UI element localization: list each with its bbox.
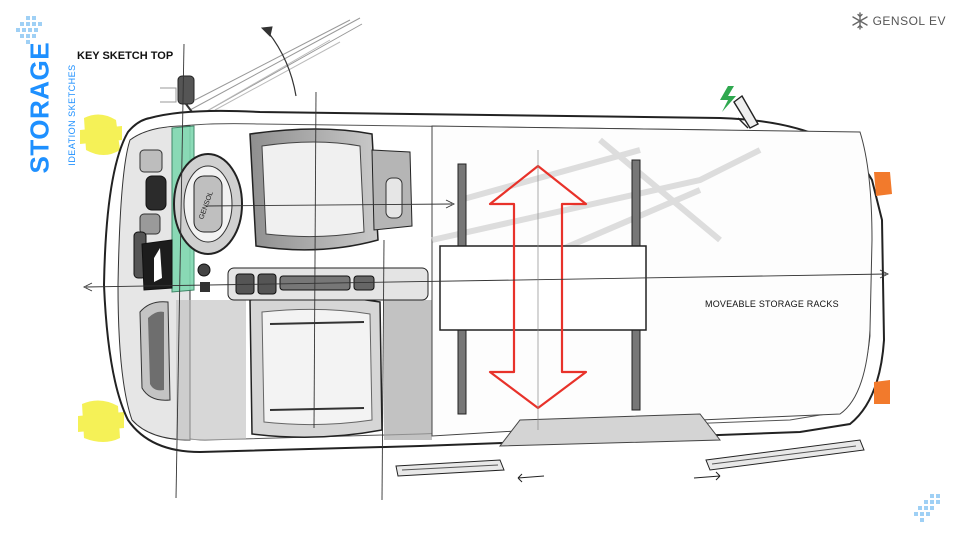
passenger-seat	[176, 295, 432, 440]
page-heading: KEY SKETCH TOP	[77, 50, 174, 62]
dot-pattern-top-left	[16, 16, 42, 44]
storage-rack	[439, 245, 647, 331]
open-door-sketch	[189, 17, 363, 116]
driver-seat	[249, 128, 413, 251]
steering-wheel: GENSOL	[173, 153, 243, 255]
electric-bolt-icon	[720, 86, 736, 112]
wheel-highlight-front-left	[80, 114, 122, 155]
dot-pattern-bottom-right	[914, 494, 940, 522]
storage-racks-callout: MOVEABLE STORAGE RACKS	[705, 299, 839, 309]
brand: GENSOL EV	[851, 12, 946, 30]
sliding-door-rear	[693, 439, 865, 481]
tail-light-bottom	[874, 380, 890, 404]
cargo-bay	[431, 125, 873, 447]
construction-lines	[82, 43, 890, 501]
charging-flap	[733, 94, 759, 129]
tail-light-top	[874, 172, 892, 196]
sliding-door-front	[395, 459, 545, 483]
wheel-highlight-rear-left	[78, 400, 124, 442]
snowflake-logo-icon	[851, 12, 868, 30]
brand-name: GENSOL EV	[872, 14, 946, 28]
dashboard	[117, 125, 211, 441]
center-console	[227, 267, 429, 301]
